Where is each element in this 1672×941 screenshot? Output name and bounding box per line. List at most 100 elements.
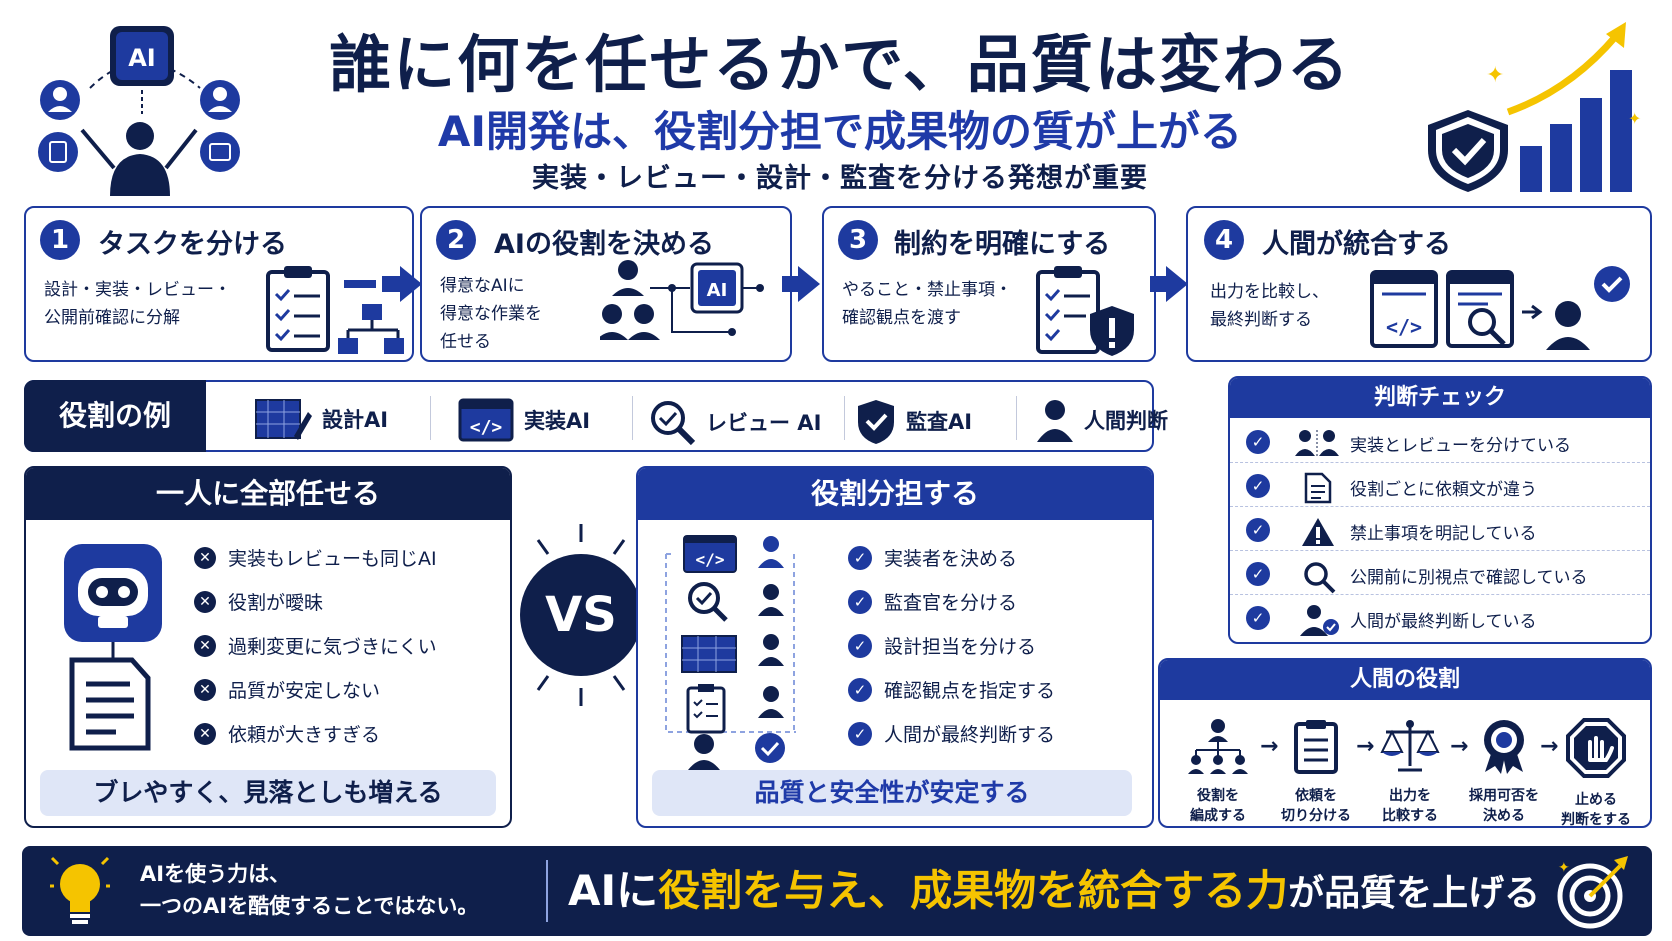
document-icon [1304, 472, 1332, 504]
svg-text:</>: </> [470, 417, 503, 438]
check-icon: ✓ [848, 677, 872, 702]
svg-text:</>: </> [696, 550, 725, 569]
check-item: ✓ 実装とレビューを分けている [1230, 422, 1650, 463]
step-arrow [400, 266, 422, 302]
blueprint-icon [255, 399, 312, 440]
single-item: ✕品質が安定しない [194, 676, 380, 703]
checklist-shield-icon [1036, 266, 1134, 356]
single-ai-panel: 一人に全部任せる ✕実装もレビューも同じAI ✕役割が曖昧 ✕過剰変更に気づきに… [24, 466, 512, 828]
human-step-split: 依頼を 切り分ける [1270, 718, 1362, 826]
check-icon: ✓ [1246, 474, 1270, 498]
human-step-arrow: → [1356, 734, 1375, 759]
compare-output-icon: </> [1370, 266, 1630, 350]
checklist-flow-icon [266, 266, 404, 354]
conductor-illustration: AI [38, 26, 240, 196]
award-badge-icon [1484, 720, 1524, 774]
check-icon: ✓ [1246, 606, 1270, 630]
step-card-3: 3 制約を明確にする やること・禁止事項・ 確認観点を渡す [822, 206, 1156, 362]
human-step-arrow: → [1260, 734, 1279, 759]
divided-item: ✓監査官を分ける [848, 588, 1017, 615]
step-card-4: 4 人間が統合する 出力を比較し、 最終判断する </> [1186, 206, 1652, 362]
bottom-banner: AIを使う力は、 一つのAIを酷使することではない。 AIに役割を与え、成果物を… [22, 846, 1652, 936]
divided-item: ✓実装者を決める [848, 544, 1017, 571]
banner-left-text: AIを使う力は、 一つのAIを酷使することではない。 [140, 862, 479, 918]
growth-chart-illustration: ✦ ✦ [1428, 22, 1641, 192]
human-step-arrow: → [1540, 734, 1559, 759]
step-description: 設計・実装・レビュー・ 公開前確認に分解 [44, 280, 231, 328]
single-ai-title: 一人に全部任せる [26, 468, 510, 520]
step-description: 出力を比較し、 最終判断する [1210, 282, 1329, 330]
human-step-decide: 採用可否を 決める [1458, 718, 1550, 826]
x-icon: ✕ [194, 678, 216, 701]
check-icon: ✓ [848, 633, 872, 658]
step-description: 得意なAIに 得意な作業を 任せる [440, 276, 542, 352]
x-icon: ✕ [194, 722, 216, 745]
target-icon: ✦ [1557, 856, 1628, 929]
step-arrow [1166, 266, 1188, 302]
single-item: ✕依頼が大きすぎる [194, 720, 380, 747]
page-title: 誰に何を任せるかで、品質は変わる [329, 28, 1351, 101]
org-chart-icon [1188, 719, 1248, 774]
single-item: ✕実装もレビューも同じAI [194, 544, 437, 571]
step-number: 1 [40, 220, 80, 260]
single-item: ✕役割が曖昧 [194, 588, 323, 615]
two-people-icon [1295, 430, 1339, 456]
step-arrow [798, 266, 820, 302]
vs-rays [536, 524, 626, 706]
x-icon: ✕ [194, 634, 216, 657]
sparkle-icon: ✦ [1486, 63, 1504, 88]
judgment-check-panel: 判断チェック ✓ 実装とレビューを分けている ✓ 役割ごとに依頼文が違う ✓ 禁… [1228, 376, 1652, 644]
sparkle-icon: ✦ [1628, 109, 1641, 128]
step-number: 3 [838, 220, 878, 260]
ai-badge-text: AI [128, 44, 156, 72]
robot-document-icon [64, 544, 162, 751]
step-number: 2 [436, 220, 476, 260]
check-icon: ✓ [1246, 430, 1270, 454]
shield-check-icon [858, 400, 894, 444]
check-icon: ✓ [1246, 562, 1270, 586]
team-ai-icon: AI [600, 260, 764, 340]
step-title: 制約を明確にする [894, 229, 1111, 260]
judgment-check-title: 判断チェック [1230, 378, 1650, 418]
human-role-panel: 人間の役割 役割を 編成する → 依頼を 切り分ける → 出力を 比較する → … [1158, 658, 1652, 828]
person-check-icon [1300, 605, 1339, 636]
check-item: ✓ 人間が最終判断している [1230, 598, 1650, 639]
single-ai-footer: ブレやすく、見落としも増える [40, 770, 496, 816]
role-review-ai: レビュー AI [648, 398, 821, 446]
check-icon: ✓ [848, 545, 872, 570]
check-icon: ✓ [848, 589, 872, 614]
step-title: 人間が統合する [1262, 229, 1451, 260]
vs-badge: VS [520, 554, 642, 676]
divided-item: ✓人間が最終判断する [848, 720, 1055, 747]
role-design-ai: 設計AI [254, 398, 388, 440]
human-step-arrow: → [1450, 734, 1469, 759]
balance-scale-icon [1380, 720, 1440, 772]
warning-icon [1302, 518, 1334, 546]
divided-roles-panel: 役割分担する </> ✓実装者を決める ✓監査官を分ける ✓設計担当を分ける ✓… [636, 466, 1154, 828]
role-assignment-icons: </> [665, 535, 796, 770]
role-audit-ai: 監査AI [856, 398, 972, 444]
magnifier-icon [651, 401, 696, 446]
x-icon: ✕ [194, 546, 216, 569]
human-step-organize: 役割を 編成する [1172, 718, 1264, 826]
step-card-1: 1 タスクを分ける 設計・実装・レビュー・ 公開前確認に分解 [24, 206, 414, 362]
divided-roles-title: 役割分担する [638, 468, 1152, 520]
human-step-stop: 止める 判断をする [1550, 718, 1642, 830]
check-icon: ✓ [1246, 518, 1270, 542]
check-item: ✓ 役割ごとに依頼文が違う [1230, 466, 1650, 507]
divided-item: ✓確認観点を指定する [848, 676, 1055, 703]
human-step-compare: 出力を 比較する [1364, 718, 1456, 826]
step-number: 4 [1204, 220, 1244, 260]
divided-item: ✓設計担当を分ける [848, 632, 1036, 659]
step-title: AIの役割を決める [494, 229, 714, 260]
page-subtitle: AI開発は、役割分担で成果物の質が上がる [437, 107, 1243, 156]
role-human-judgment: 人間判断 [1036, 398, 1168, 442]
magnifier-icon [1304, 562, 1336, 594]
check-item: ✓ 公開前に別視点で確認している [1230, 554, 1650, 595]
banner-main-text: AIに役割を与え、成果物を統合する力が品質を上げる [568, 866, 1541, 915]
divided-roles-footer: 品質と安全性が安定する [652, 770, 1132, 816]
stop-hand-icon [1566, 718, 1626, 778]
human-role-title: 人間の役割 [1160, 660, 1650, 700]
svg-text:</>: </> [1386, 315, 1422, 339]
page-tagline: 実装・レビュー・設計・監査を分ける発想が重要 [532, 163, 1148, 194]
